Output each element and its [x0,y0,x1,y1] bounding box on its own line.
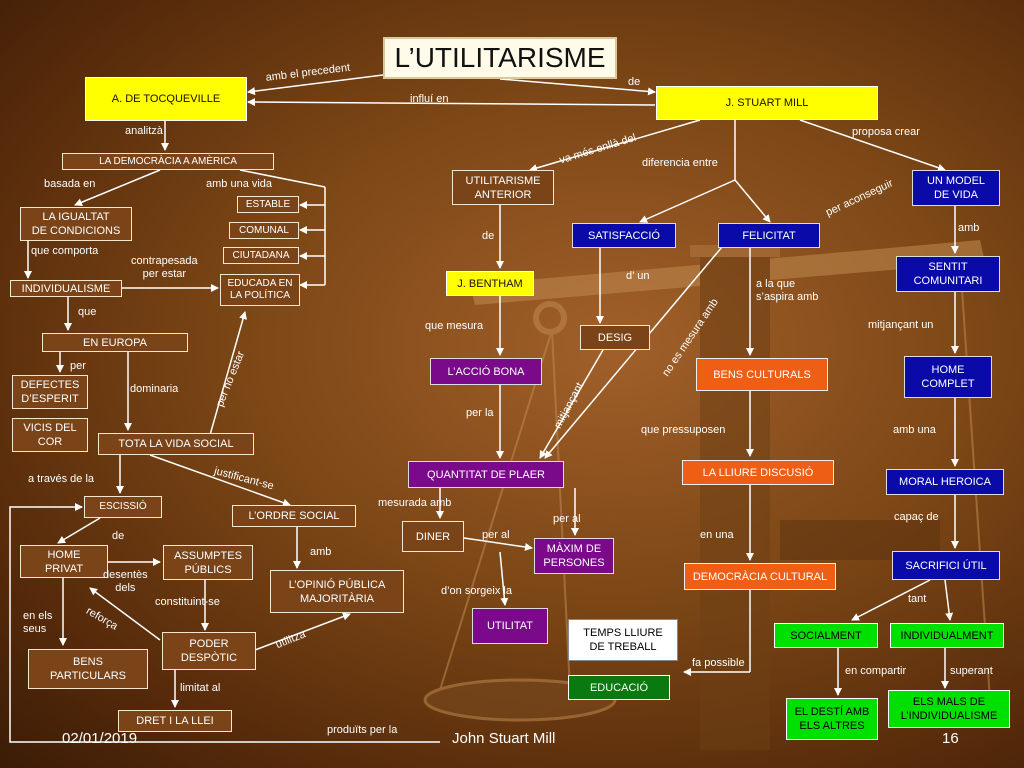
node-democracia-america: LA DEMOCRÀCIA A AMÈRICA [62,153,274,170]
label-per-la: per la [466,407,494,419]
label-que-pressuposen: que pressuposen [641,424,726,436]
label-de-top: de [628,76,641,88]
node-ordre-social: L’ORDRE SOCIAL [232,505,356,527]
footer-date: 02/01/2019 [62,730,138,747]
label-amb-una: amb una [893,424,936,436]
label-de-mid: de [482,230,495,242]
node-opinio: L’OPINIÓ PÚBLICA MAJORITÀRIA [270,570,404,613]
label-superant: superant [950,665,993,677]
label-per: per [70,360,86,372]
node-bens-culturals: BENS CULTURALS [696,358,828,391]
node-socialment: SOCIALMENT [774,623,878,648]
node-home-privat: HOME PRIVAT [20,545,108,578]
node-temps: TEMPS LLIURE DE TREBALL [568,619,678,661]
node-igualtat: LA IGUALTAT DE CONDICIONS [20,207,132,241]
label-que: que [78,306,97,318]
label-d-un: d’ un [626,270,650,282]
label-dominaria: dominaria [130,383,179,395]
node-poder-despotic: PODER DESPÒTIC [162,632,256,670]
node-stuart-mill: J. STUART MILL [656,86,878,120]
label-mesurada: mesurada amb [378,497,452,509]
node-desig: DESIG [580,325,650,350]
footer-author: John Stuart Mill [452,730,556,747]
label-que-comporta: que comporta [31,245,99,257]
label-tant: tant [908,593,927,605]
node-tocqueville: A. DE TOCQUEVILLE [85,77,247,121]
node-educada: EDUCADA EN LA POLÍTICA [220,274,300,306]
node-escissio: ESCISSIÓ [84,496,162,518]
node-accio-bona: L’ACCIÓ BONA [430,358,542,385]
label-en-una: en una [700,529,734,541]
label-fa-possible: fa possible [692,657,745,669]
label-que-mesura: que mesura [425,320,484,332]
node-mals: ELS MALS DE L’INDIVIDUALISME [888,690,1010,728]
label-en-els-seus: en els seus [23,610,53,635]
node-utilitarisme-anterior: UTILITARISME ANTERIOR [452,170,554,205]
label-capac: capaç de [894,511,939,523]
node-bens-particulars: BENS PARTICULARS [28,649,148,689]
node-defectes: DEFECTES D’ESPERIT [12,375,88,409]
node-diner: DINER [402,521,464,552]
label-basada: basada en [44,178,96,190]
node-estable: ESTABLE [237,196,299,213]
node-comunal: COMUNAL [229,222,299,239]
label-constituint: constituint-se [155,596,220,608]
node-model-vida: UN MODEL DE VIDA [912,170,1000,206]
label-analitza: analitzà [125,125,163,137]
label-influi: influí en [410,93,449,105]
node-home-complet: HOME COMPLET [904,356,992,398]
label-contrapesada: contrapesada per estar [131,255,198,280]
node-dret: DRET I LA LLEI [118,710,232,732]
node-vicis: VICIS DEL COR [12,418,88,452]
node-desti: EL DESTÍ AMB ELS ALTRES [786,698,878,740]
label-mitjancant-un: mitjançant un [868,319,934,331]
label-a-traves: a través de la [28,473,95,485]
page-title: L’UTILITARISME [383,37,617,79]
label-proposa: proposa crear [852,126,920,138]
node-democracia-cultural: DEMOCRÀCIA CULTURAL [684,563,836,590]
label-amb-right: amb [958,222,980,234]
node-sentit: SENTIT COMUNITARI [896,256,1000,292]
label-desentes: desentès dels [103,569,148,594]
label-limitat: limitat al [180,682,221,694]
label-amb-low: amb [310,546,332,558]
node-ciutadana: CIUTADANA [223,247,299,264]
label-a-la-que: a la que s’aspira amb [756,278,819,303]
label-amb-vida: amb una vida [206,178,273,190]
node-quantitat: QUANTITAT DE PLAER [408,461,564,488]
node-educacio: EDUCACIÓ [568,675,670,700]
node-moral: MORAL HEROICA [886,469,1004,495]
label-en-compartir: en compartir [845,665,907,677]
node-tota-vida: TOTA LA VIDA SOCIAL [98,433,254,455]
label-per-al-1: per al [553,513,581,525]
node-individualisme: INDIVIDUALISME [10,280,122,297]
label-de-low: de [112,530,125,542]
label-produits: produïts per la [327,724,398,736]
node-lliure: LA LLIURE DISCUSIÓ [682,460,834,485]
node-maxim: MÀXIM DE PERSONES [534,538,614,574]
node-assumptes: ASSUMPTES PÚBLICS [163,545,253,580]
label-diferencia: diferencia entre [642,157,718,169]
node-satisfaccio: SATISFACCIÓ [572,223,676,248]
label-d-on: d’on sorgeix la [441,585,512,597]
label-per-al-2: per al [482,529,510,541]
node-bentham: J. BENTHAM [446,271,534,296]
node-utilitat: UTILITAT [472,608,548,644]
node-felicitat: FELICITAT [718,223,820,248]
node-en-europa: EN EUROPA [42,333,188,352]
footer-page-number: 16 [942,730,959,747]
node-individualment: INDIVIDUALMENT [890,623,1004,648]
node-sacrifici: SACRIFICI ÚTIL [892,551,1000,580]
